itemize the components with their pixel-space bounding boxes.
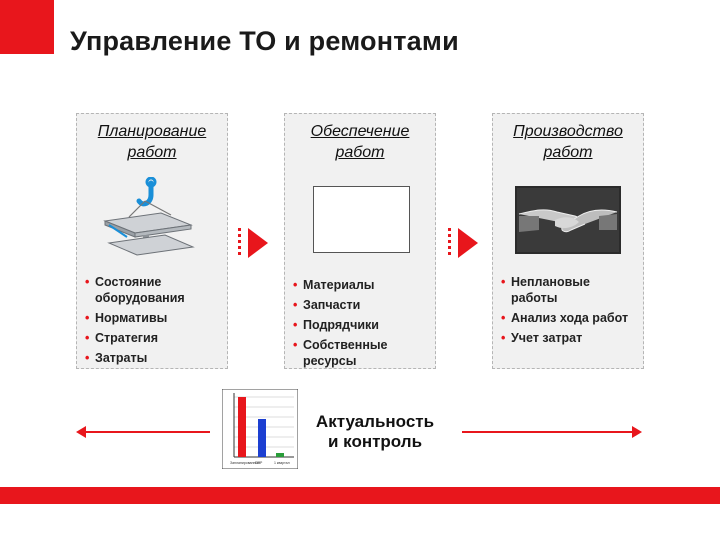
arrow-left-icon — [76, 426, 86, 438]
list-item: •Затраты — [85, 351, 148, 365]
bullet-list-execution: •Неплановые работы •Анализ хода работ •У… — [501, 274, 639, 350]
crane-hook-icon — [103, 177, 195, 256]
arrow-right-icon — [248, 228, 268, 258]
bullet-list-planning: •Состояние оборудования •Нормативы •Стра… — [85, 274, 223, 370]
panel-execution: Производство работ •Неплановые работы •А… — [492, 113, 644, 369]
left-double-arrow — [84, 431, 210, 433]
arrow-right-icon — [458, 228, 478, 258]
bullet-list-supply: •Материалы •Запчасти •Подрядчики •Собств… — [293, 277, 431, 373]
chart-tick-label: Запланированные — [230, 461, 260, 465]
chart-tick-label: ППР — [255, 461, 263, 465]
handshake-icon — [515, 186, 621, 254]
list-item: •Подрядчики — [293, 318, 379, 332]
list-item: •Запчасти — [293, 298, 361, 312]
arrow-stripe-2 — [448, 228, 451, 258]
caption-relevance-control: Актуальность и контроль — [315, 412, 435, 451]
arrow-right-small-icon — [632, 426, 642, 438]
panel-supply: Обеспечение работ •Материалы •Запчасти •… — [284, 113, 436, 369]
bar-chart-thumbnail-icon: Запланированные ППР 1 квартал — [222, 389, 298, 469]
list-item: •Собственные ресурсы — [293, 338, 388, 368]
list-item: •Стратегия — [85, 331, 158, 345]
list-item: •Состояние оборудования — [85, 275, 185, 305]
slide-title: Управление ТО и ремонтами — [70, 26, 459, 56]
image-placeholder — [313, 186, 410, 253]
panel-title-planning: Планирование работ — [97, 123, 207, 161]
panel-title-execution: Производство работ — [513, 123, 623, 161]
list-item: •Материалы — [293, 278, 375, 292]
right-double-arrow — [462, 431, 634, 433]
panel-planning: Планирование работ •Состояние оборудован… — [76, 113, 228, 369]
list-item: •Учет затрат — [501, 331, 583, 345]
list-item: •Нормативы — [85, 311, 168, 325]
bottom-red-bar — [0, 487, 720, 504]
red-corner-square — [0, 0, 54, 54]
panel-title-supply: Обеспечение работ — [310, 123, 410, 161]
list-item: •Неплановые работы — [501, 275, 590, 305]
chart-tick-label: 1 квартал — [274, 461, 290, 465]
list-item: •Анализ хода работ — [501, 311, 629, 325]
arrow-stripe-1 — [238, 228, 241, 258]
